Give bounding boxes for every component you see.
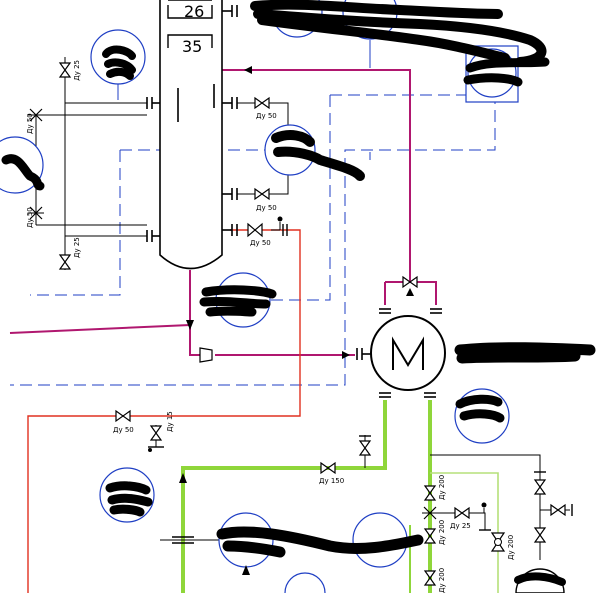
valve-label: Ду 50	[26, 207, 34, 228]
gate-valve-icon[interactable]	[424, 528, 436, 544]
valve-label: Ду 200	[438, 475, 446, 500]
gate-valve-icon[interactable]	[534, 527, 546, 543]
gate-valve-icon[interactable]	[320, 462, 336, 474]
gate-valve-icon[interactable]	[254, 97, 270, 109]
column-side-lines	[237, 102, 289, 195]
gate-valve-icon[interactable]	[254, 188, 270, 200]
valve-label: Ду 200	[438, 568, 446, 593]
gate-valve-icon[interactable]	[150, 425, 162, 441]
heat-exchanger	[356, 308, 446, 398]
instrument-bubbles	[0, 0, 519, 593]
check-valve-icon[interactable]	[247, 216, 288, 238]
gate-valve-icon[interactable]	[454, 507, 470, 519]
valve-label: Ду 15	[166, 411, 174, 432]
process-lines	[9, 69, 437, 356]
valve-label: Ду 50	[113, 426, 134, 434]
left-manifold	[35, 57, 147, 270]
gate-valve-icon[interactable]	[424, 485, 436, 501]
instrument-bubble-icon[interactable]	[218, 512, 274, 568]
valve-label: Ду 25	[73, 60, 81, 81]
valve-label: Ду 50	[26, 113, 34, 134]
tray-tag-top: 26	[184, 2, 204, 21]
flow-arrow-icon	[179, 473, 187, 483]
cooling-water-lines	[181, 400, 499, 593]
valve-label: Ду 25	[73, 237, 81, 258]
reducer-icon	[199, 347, 213, 363]
ball-valve-icon[interactable]	[490, 532, 506, 552]
gate-valve-icon[interactable]	[534, 479, 546, 495]
tray-tag-upper: 35	[182, 37, 202, 56]
instrument-bubble-icon[interactable]	[284, 572, 326, 593]
valve-label: Ду 50	[250, 239, 271, 247]
flange-icon	[172, 536, 194, 544]
gate-valve-icon[interactable]	[550, 504, 566, 516]
column-nozzles	[146, 5, 238, 242]
valve-label: Ду 50	[256, 204, 277, 212]
valve-label: Ду 150	[319, 477, 344, 485]
valve-label: Ду 50	[256, 112, 277, 120]
gate-valve-icon[interactable]	[115, 410, 131, 422]
flow-arrow-icon	[242, 565, 250, 575]
valve-label: Ду 200	[507, 535, 515, 560]
gate-valve-icon[interactable]	[59, 62, 71, 78]
valve-label: Ду 200	[438, 520, 446, 545]
process-arrows	[186, 66, 414, 359]
gate-valve-icon[interactable]	[424, 570, 436, 586]
valve-label: Ду 25	[450, 522, 471, 530]
instrument-bubble-icon[interactable]	[90, 29, 146, 85]
distillation-column: 26 35	[159, 0, 223, 270]
gate-valve-icon[interactable]	[359, 440, 371, 456]
drain-icon	[148, 446, 164, 452]
gate-valve-icon[interactable]	[59, 254, 71, 270]
